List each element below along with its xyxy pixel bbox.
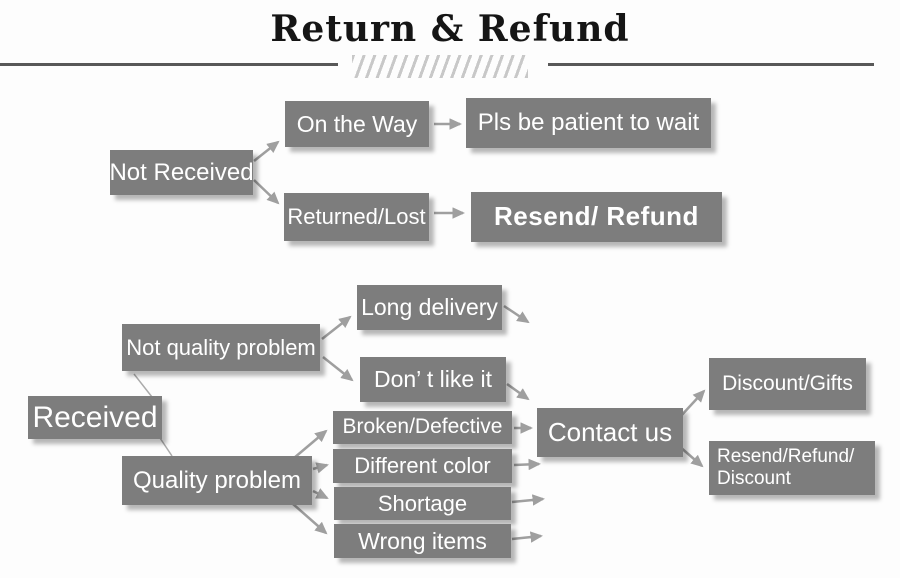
arrow-quality-to-broken: [293, 429, 328, 459]
page-title: Return & Refund: [270, 8, 630, 50]
arrow-contact-us-to-discount-gifts: [678, 389, 706, 419]
node-contact-us: Contact us: [537, 408, 683, 457]
title-divider-left: [0, 63, 338, 66]
arrow-different-color-out: [513, 458, 541, 471]
diagonal-hatch-decoration: [352, 55, 528, 78]
node-not-quality-problem: Not quality problem: [122, 324, 320, 371]
node-received: Received: [28, 396, 162, 439]
node-returned-lost: Returned/Lost: [284, 193, 429, 241]
node-pls-be-patient: Pls be patient to wait: [466, 98, 711, 148]
arrow-quality-to-wrong-items: [292, 503, 328, 535]
node-quality-problem: Quality problem: [122, 456, 312, 505]
node-resend-refund-discount: Resend/Refund/ Discount: [709, 441, 875, 495]
arrow-not-received-to-returned-lost: [253, 179, 280, 205]
arrow-not-quality-to-long-delivery: [321, 315, 352, 340]
line-received-to-quality: [159, 437, 173, 457]
node-shortage: Shortage: [334, 487, 511, 520]
arrow-quality-to-shortage: [312, 488, 329, 500]
arrow-not-received-to-on-the-way: [253, 140, 280, 162]
arrow-shortage-out: [511, 494, 545, 506]
node-wrong-items: Wrong items: [334, 524, 511, 558]
node-resend-refund: Resend/ Refund: [471, 192, 722, 242]
arrow-wrong-items-out: [511, 531, 543, 543]
node-not-received: Not Received: [109, 150, 254, 195]
line-received-to-not-quality: [133, 373, 153, 398]
node-broken-defective: Broken/Defective: [333, 411, 512, 444]
arrow-dont-like-to-contact-us: [506, 382, 530, 401]
title-divider-right: [548, 63, 874, 66]
node-discount-gifts: Discount/Gifts: [709, 358, 866, 410]
node-different-color: Different color: [333, 449, 512, 483]
arrow-quality-to-different-color: [312, 462, 329, 474]
node-long-delivery: Long delivery: [357, 285, 502, 330]
arrow-not-quality-to-dont-like: [322, 356, 354, 382]
node-dont-like-it: Don’ t like it: [360, 357, 506, 402]
node-on-the-way: On the Way: [285, 101, 429, 147]
arrow-long-delivery-out: [503, 304, 530, 324]
